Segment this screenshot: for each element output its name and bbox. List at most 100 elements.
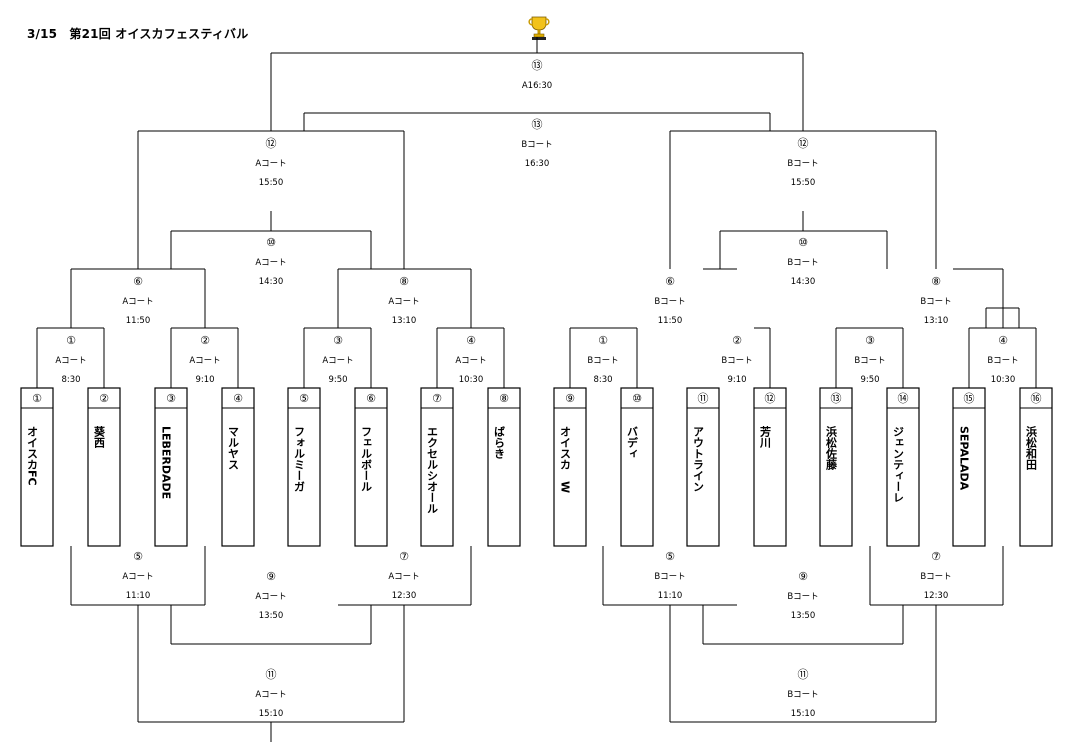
- match-number: ⑫: [798, 137, 809, 150]
- match-court: Aコート: [122, 572, 153, 582]
- team-name: フェルボール: [360, 426, 373, 492]
- match-court: Bコート: [587, 356, 618, 366]
- team-number: ⑪: [698, 392, 709, 405]
- match-time: 8:30: [593, 375, 612, 385]
- team-box: [686, 387, 720, 547]
- match-time: 13:10: [392, 316, 417, 326]
- match-court: Aコート: [122, 297, 153, 307]
- match-time: 11:50: [126, 316, 151, 326]
- match-time: 14:30: [259, 277, 284, 287]
- match-number: ③: [865, 334, 875, 347]
- match-court: Bコート: [854, 356, 885, 366]
- match-number: ⑫: [266, 137, 277, 150]
- team-number: ⑧: [499, 392, 509, 405]
- match-court: Aコート: [55, 356, 86, 366]
- team-name: ジェンティーレ: [892, 426, 905, 503]
- match-number: ⑤: [133, 550, 143, 563]
- match-court: Aコート: [388, 572, 419, 582]
- match-time: 11:10: [658, 591, 683, 601]
- team-name: フォルミーガ: [293, 426, 306, 492]
- team-name: アウトライン: [692, 426, 705, 492]
- team-number: ⑯: [1031, 392, 1042, 405]
- match-time: 11:50: [658, 316, 683, 326]
- team-number: ⑭: [898, 392, 909, 405]
- match-time: 8:30: [61, 375, 80, 385]
- team-number: ①: [32, 392, 42, 405]
- team-number: ⑮: [964, 392, 975, 405]
- team-box: [154, 387, 188, 547]
- match-court: Bコート: [654, 297, 685, 307]
- team-number: ⑩: [632, 392, 642, 405]
- team-number: ③: [166, 392, 176, 405]
- match-court: Bコート: [787, 592, 818, 602]
- match-number: ⑪: [266, 668, 277, 681]
- match-court: Aコート: [189, 356, 220, 366]
- team-name: オイスカ W: [559, 426, 572, 493]
- match-number: ⑥: [665, 275, 675, 288]
- match-number: ④: [998, 334, 1008, 347]
- match-number: ⑪: [798, 668, 809, 681]
- match-court: Bコート: [920, 297, 951, 307]
- team-number: ⑦: [432, 392, 442, 405]
- team-box: [553, 387, 587, 547]
- team-number: ⑨: [565, 392, 575, 405]
- match-court: Aコート: [322, 356, 353, 366]
- match-court: Aコート: [255, 690, 286, 700]
- team-box: [87, 387, 121, 547]
- match-number: ③: [333, 334, 343, 347]
- team-name: LEBERDADE: [160, 426, 173, 499]
- team-box: [420, 387, 454, 547]
- match-time: 12:30: [392, 591, 417, 601]
- match-number: ⑩: [266, 236, 276, 249]
- team-box: [287, 387, 321, 547]
- team-name: 芳川: [759, 425, 773, 448]
- team-box: [1019, 387, 1053, 547]
- team-box: [221, 387, 255, 547]
- match-number: ⑥: [133, 275, 143, 288]
- trophy-icon: [528, 16, 550, 40]
- match-court: Aコート: [255, 592, 286, 602]
- match-time: 13:50: [791, 611, 816, 621]
- match-number: ⑧: [399, 275, 409, 288]
- match-number: ①: [598, 334, 608, 347]
- match-number: ⑦: [399, 550, 409, 563]
- match-number: ⑬: [532, 118, 543, 131]
- team-name: マルヤス: [227, 426, 240, 470]
- match-time: 10:30: [459, 375, 484, 385]
- match-time: 15:50: [791, 178, 816, 188]
- team-number: ⑫: [765, 392, 776, 405]
- match-number: ④: [466, 334, 476, 347]
- team-name: 浜松佐藤: [825, 425, 839, 471]
- match-court: Bコート: [920, 572, 951, 582]
- team-box: [886, 387, 920, 547]
- match-time: 16:30: [525, 159, 550, 169]
- match-time: 13:10: [924, 316, 949, 326]
- match-time: 9:50: [328, 375, 347, 385]
- match-court: Aコート: [255, 159, 286, 169]
- match-number: ⑧: [931, 275, 941, 288]
- match-number: ⑨: [266, 570, 276, 583]
- match-number: ⑦: [931, 550, 941, 563]
- match-court: Aコート: [255, 258, 286, 268]
- team-name: 浜松和田: [1025, 425, 1038, 471]
- team-box: [952, 387, 986, 547]
- team-name: 葵西: [93, 425, 107, 449]
- match-time: 14:30: [791, 277, 816, 287]
- match-court: Aコート: [388, 297, 419, 307]
- page-title: 3/15 第21回 オイスカフェスティバル: [27, 27, 249, 41]
- match-court: Bコート: [654, 572, 685, 582]
- match-number: ⑩: [798, 236, 808, 249]
- team-number: ⑬: [831, 392, 842, 405]
- team-box: [819, 387, 853, 547]
- team-name: SEPALADA: [958, 426, 971, 491]
- team-number: ②: [99, 392, 109, 405]
- team-number: ⑤: [299, 392, 309, 405]
- match-time: 15:10: [259, 709, 284, 719]
- match-court: Bコート: [521, 140, 552, 150]
- team-number: ④: [233, 392, 243, 405]
- match-court: Bコート: [721, 356, 752, 366]
- team-box: [753, 387, 787, 547]
- match-court: Bコート: [787, 690, 818, 700]
- match-court: Aコート: [455, 356, 486, 366]
- match-time: 10:30: [991, 375, 1016, 385]
